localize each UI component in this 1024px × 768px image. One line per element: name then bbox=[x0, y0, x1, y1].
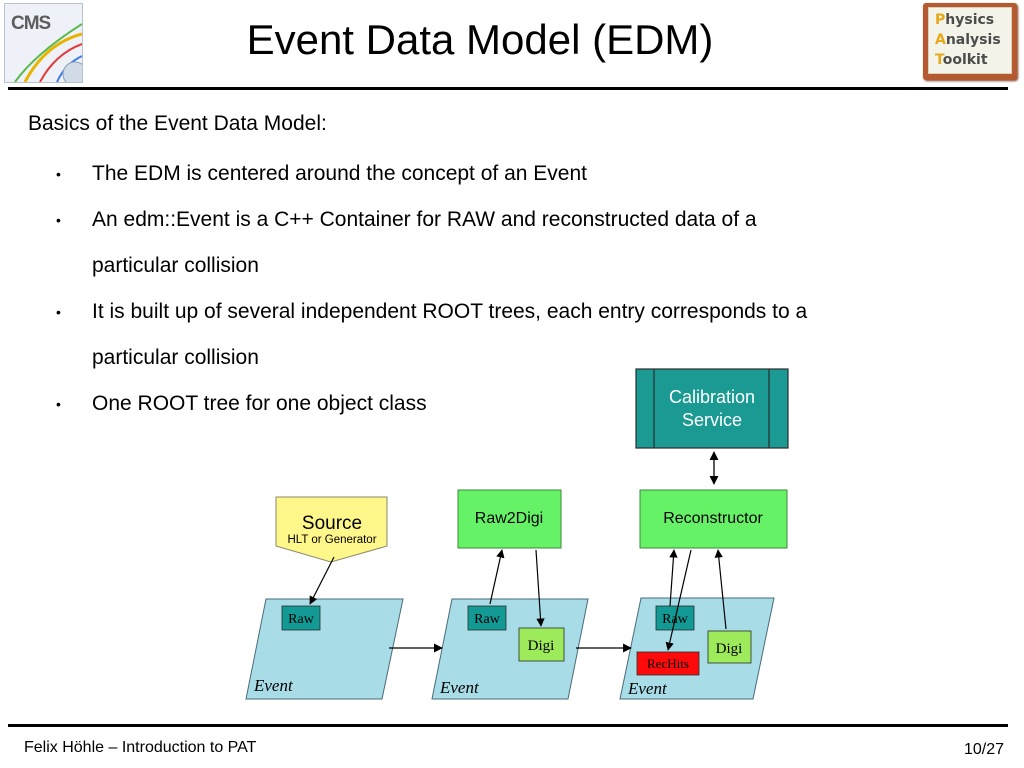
event-3: Raw Digi RecHits Event bbox=[619, 597, 775, 700]
reconstructor-to-rechits-arrow bbox=[665, 549, 692, 651]
bullet-icon: • bbox=[56, 304, 61, 320]
footer-author: Felix Höhle – Introduction to PAT bbox=[24, 739, 257, 756]
source-to-raw-arrow bbox=[309, 556, 335, 605]
event-label: Event bbox=[253, 676, 294, 695]
pat-logo: Physics Analysis Toolkit bbox=[923, 3, 1017, 80]
event-label: Event bbox=[439, 678, 480, 697]
calibration-label-line1: Calibration bbox=[669, 387, 755, 407]
cms-logo-graphic bbox=[5, 4, 82, 82]
page-number: 10/27 bbox=[963, 741, 1004, 758]
reconstructor-label: Reconstructor bbox=[663, 510, 763, 527]
page-title: Event Data Model (EDM) bbox=[246, 16, 714, 63]
raw2digi-box: Raw2Digi bbox=[457, 489, 562, 549]
edm-diagram-svg: Calibration Service Source HLT or Genera… bbox=[245, 368, 789, 700]
bullet-continuation: particular collision bbox=[92, 254, 259, 277]
bullet-icon: • bbox=[56, 212, 61, 228]
raw2digi-to-digi-arrow bbox=[535, 549, 545, 627]
pat-logo-line-3: Toolkit bbox=[935, 52, 988, 68]
raw-label: Raw bbox=[288, 612, 315, 627]
footer-divider bbox=[8, 724, 1008, 727]
intro-text: Basics of the Event Data Model: bbox=[28, 112, 327, 135]
raw-to-raw2digi-arrow bbox=[489, 549, 505, 605]
event-1: Raw Event bbox=[245, 598, 404, 700]
cms-logo: CMS bbox=[4, 3, 83, 83]
bullet-icon: • bbox=[56, 396, 61, 412]
raw-label: Raw bbox=[474, 612, 501, 627]
pat-logo-line-2: Analysis bbox=[935, 32, 1001, 48]
source-box: Source HLT or Generator bbox=[275, 496, 388, 563]
digi-to-reconstructor-arrow bbox=[714, 549, 727, 630]
bullet-icon: • bbox=[56, 166, 61, 182]
rechits-label: RecHits bbox=[647, 656, 689, 671]
raw2digi-label: Raw2Digi bbox=[475, 510, 543, 527]
event-label: Event bbox=[627, 679, 668, 698]
bullet-continuation: particular collision bbox=[92, 346, 259, 369]
bullet-list: •The EDM is centered around the concept … bbox=[52, 151, 992, 427]
calibration-label-line2: Service bbox=[682, 410, 742, 430]
bullet-item: •It is built up of several independent R… bbox=[52, 289, 992, 335]
cms-logo-text: CMS bbox=[11, 13, 51, 34]
pat-logo-line-1: Physics bbox=[935, 12, 995, 28]
source-subtitle: HLT or Generator bbox=[287, 534, 376, 546]
calibration-service-box: Calibration Service bbox=[635, 368, 789, 449]
bullet-item: •The EDM is centered around the concept … bbox=[52, 151, 992, 197]
raw-to-reconstructor-arrow bbox=[669, 549, 678, 607]
event-2: Raw Digi Event bbox=[431, 598, 589, 700]
digi-label: Digi bbox=[716, 641, 743, 657]
bullet-item: •One ROOT tree for one object class bbox=[52, 381, 992, 427]
edm-diagram: Calibration Service Source HLT or Genera… bbox=[236, 366, 790, 706]
bullet-item: •An edm::Event is a C++ Container for RA… bbox=[52, 197, 992, 243]
digi-label: Digi bbox=[528, 638, 555, 654]
source-title: Source bbox=[302, 513, 362, 534]
header-divider bbox=[8, 87, 1008, 90]
reconstructor-box: Reconstructor bbox=[639, 489, 788, 549]
